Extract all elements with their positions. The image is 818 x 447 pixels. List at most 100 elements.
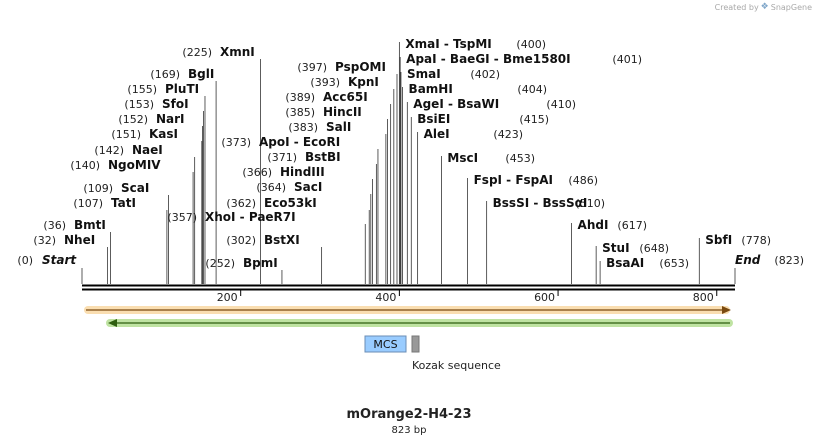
site-name: SalI	[326, 120, 351, 134]
start-position: (0)	[17, 254, 33, 267]
restriction-site[interactable]: (617) AhdI	[571, 218, 647, 284]
map-length: 823 bp	[391, 425, 427, 436]
site-name: SbfI	[705, 233, 732, 247]
restriction-site[interactable]: (153)SfoI	[124, 97, 204, 284]
site-name: PluTI	[165, 82, 199, 96]
site-position: (385)	[285, 106, 315, 119]
restriction-site[interactable]: (151) KasI	[111, 127, 203, 284]
mcs-label: MCS	[373, 338, 397, 351]
restriction-site[interactable]: (302)BstXI	[226, 233, 323, 284]
site-position: (423)	[493, 128, 523, 141]
site-position: (778)	[741, 234, 771, 247]
restriction-site[interactable]: (373)ApoI - EcoRI	[221, 135, 379, 284]
site-position: (225)	[182, 46, 212, 59]
site-position: (402)	[470, 68, 500, 81]
site-name: NarI	[156, 112, 185, 126]
restriction-site[interactable]: (107) TatI	[73, 196, 168, 284]
restriction-site[interactable]: (371)BstBI	[267, 150, 377, 284]
site-name: FspI - FspAI	[474, 173, 553, 187]
restriction-site[interactable]: (423)AleI	[417, 127, 523, 284]
restriction-site[interactable]: (225) XmnI	[182, 45, 261, 284]
restriction-site[interactable]: (366)HindIII	[242, 165, 373, 284]
restriction-site[interactable]: (140) NgoMIV	[70, 158, 194, 284]
site-position: (252)	[205, 257, 235, 270]
site-position: (400)	[516, 38, 546, 51]
site-name: BstBI	[305, 150, 341, 164]
site-position: (36)	[43, 219, 66, 232]
site-name: ScaI	[121, 181, 149, 195]
restriction-site[interactable]: (36)BmtI	[43, 218, 111, 284]
site-position: (140)	[70, 159, 100, 172]
restriction-site[interactable]: (155) PluTI	[127, 82, 206, 284]
site-position: (155)	[127, 83, 157, 96]
ruler-label: 600	[534, 291, 555, 304]
site-name: XhoI - PaeR7I	[205, 210, 296, 224]
site-position: (152)	[118, 113, 148, 126]
site-position: (486)	[568, 174, 598, 187]
site-name: BamHI	[409, 82, 453, 96]
site-position: (142)	[94, 144, 124, 157]
restriction-site[interactable]: (486) FspI - FspAI	[467, 173, 598, 284]
site-name: TatI	[111, 196, 136, 210]
site-name: NgoMIV	[108, 158, 161, 172]
site-name: AhdI	[578, 218, 609, 232]
site-position: (389)	[285, 91, 315, 104]
restriction-site[interactable]: (397) PspOMI	[297, 60, 398, 284]
snapgene-credit: Created by ❖ SnapGene	[715, 2, 812, 12]
restriction-site[interactable]: (362)Eco53kI	[226, 196, 370, 284]
site-name: StuI	[602, 241, 629, 255]
site-name: ApaI - BaeGI - Bme1580I	[406, 52, 570, 66]
site-position: (151)	[111, 128, 141, 141]
restriction-site[interactable]: (453)MscI	[441, 151, 535, 284]
restriction-site[interactable]: (383) SalI	[288, 120, 387, 284]
restriction-site[interactable]: (393) KpnI	[310, 75, 395, 284]
snapgene-logo-icon: ❖	[760, 2, 769, 12]
restriction-site[interactable]: (142)NaeI	[94, 143, 196, 284]
site-name: BpmI	[243, 256, 278, 270]
site-position: (404)	[517, 83, 547, 96]
ruler-label: 200	[217, 291, 238, 304]
site-position: (397)	[297, 61, 327, 74]
end-position: (823)	[774, 254, 804, 267]
restriction-site[interactable]: (364)SacI	[256, 180, 372, 284]
site-position: (362)	[226, 197, 256, 210]
ruler-label: 400	[375, 291, 396, 304]
start-label: Start	[42, 253, 77, 267]
restriction-site[interactable]: (778) SbfI	[698, 233, 771, 284]
restriction-site[interactable]: (648)StuI	[595, 241, 669, 284]
site-position: (107)	[73, 197, 103, 210]
restriction-site[interactable]: (385)HincII	[285, 105, 388, 284]
restriction-site[interactable]: (402) SmaI	[400, 67, 500, 284]
restriction-site[interactable]: (410)AgeI - BsaWI	[406, 97, 576, 284]
restriction-site[interactable]: (357) XhoI - PaeR7I	[167, 210, 366, 284]
site-name: SmaI	[407, 67, 441, 81]
restriction-site[interactable]: (653)BsaAI	[599, 256, 689, 284]
site-name: XmnI	[220, 45, 255, 59]
restriction-site[interactable]: (404) BamHI	[402, 82, 547, 284]
restriction-site[interactable]: (252) BpmI	[205, 256, 283, 284]
ruler-label: 800	[693, 291, 714, 304]
restriction-site[interactable]: (415)BsiEI	[410, 112, 549, 284]
restriction-site[interactable]: (32)NheI	[33, 233, 108, 284]
site-position: (410)	[546, 98, 576, 111]
site-name: NheI	[64, 233, 95, 247]
restriction-site[interactable]: (401)ApaI - BaeGI - Bme1580I	[399, 52, 642, 284]
map-title: mOrange2-H4-23	[346, 407, 472, 422]
restriction-site[interactable]: (510)BssSI - BssSαI	[486, 196, 605, 284]
restriction-site[interactable]: (400)XmaI - TspMI	[398, 37, 546, 284]
site-position: (617)	[617, 219, 647, 232]
site-name: KasI	[149, 127, 178, 141]
restriction-site[interactable]: (152) NarI	[118, 112, 204, 284]
site-name: PspOMI	[335, 60, 386, 74]
credit-brand: SnapGene	[770, 2, 812, 12]
site-position: (302)	[226, 234, 256, 247]
site-position: (383)	[288, 121, 318, 134]
site-position: (357)	[167, 211, 197, 224]
site-position: (373)	[221, 136, 251, 149]
site-name: KpnI	[348, 75, 379, 89]
restriction-site[interactable]: (169)BglI	[150, 67, 217, 284]
restriction-site[interactable]: (389)Acc65I	[285, 90, 392, 284]
site-position: (393)	[310, 76, 340, 89]
restriction-site[interactable]: (109)ScaI	[83, 181, 169, 284]
